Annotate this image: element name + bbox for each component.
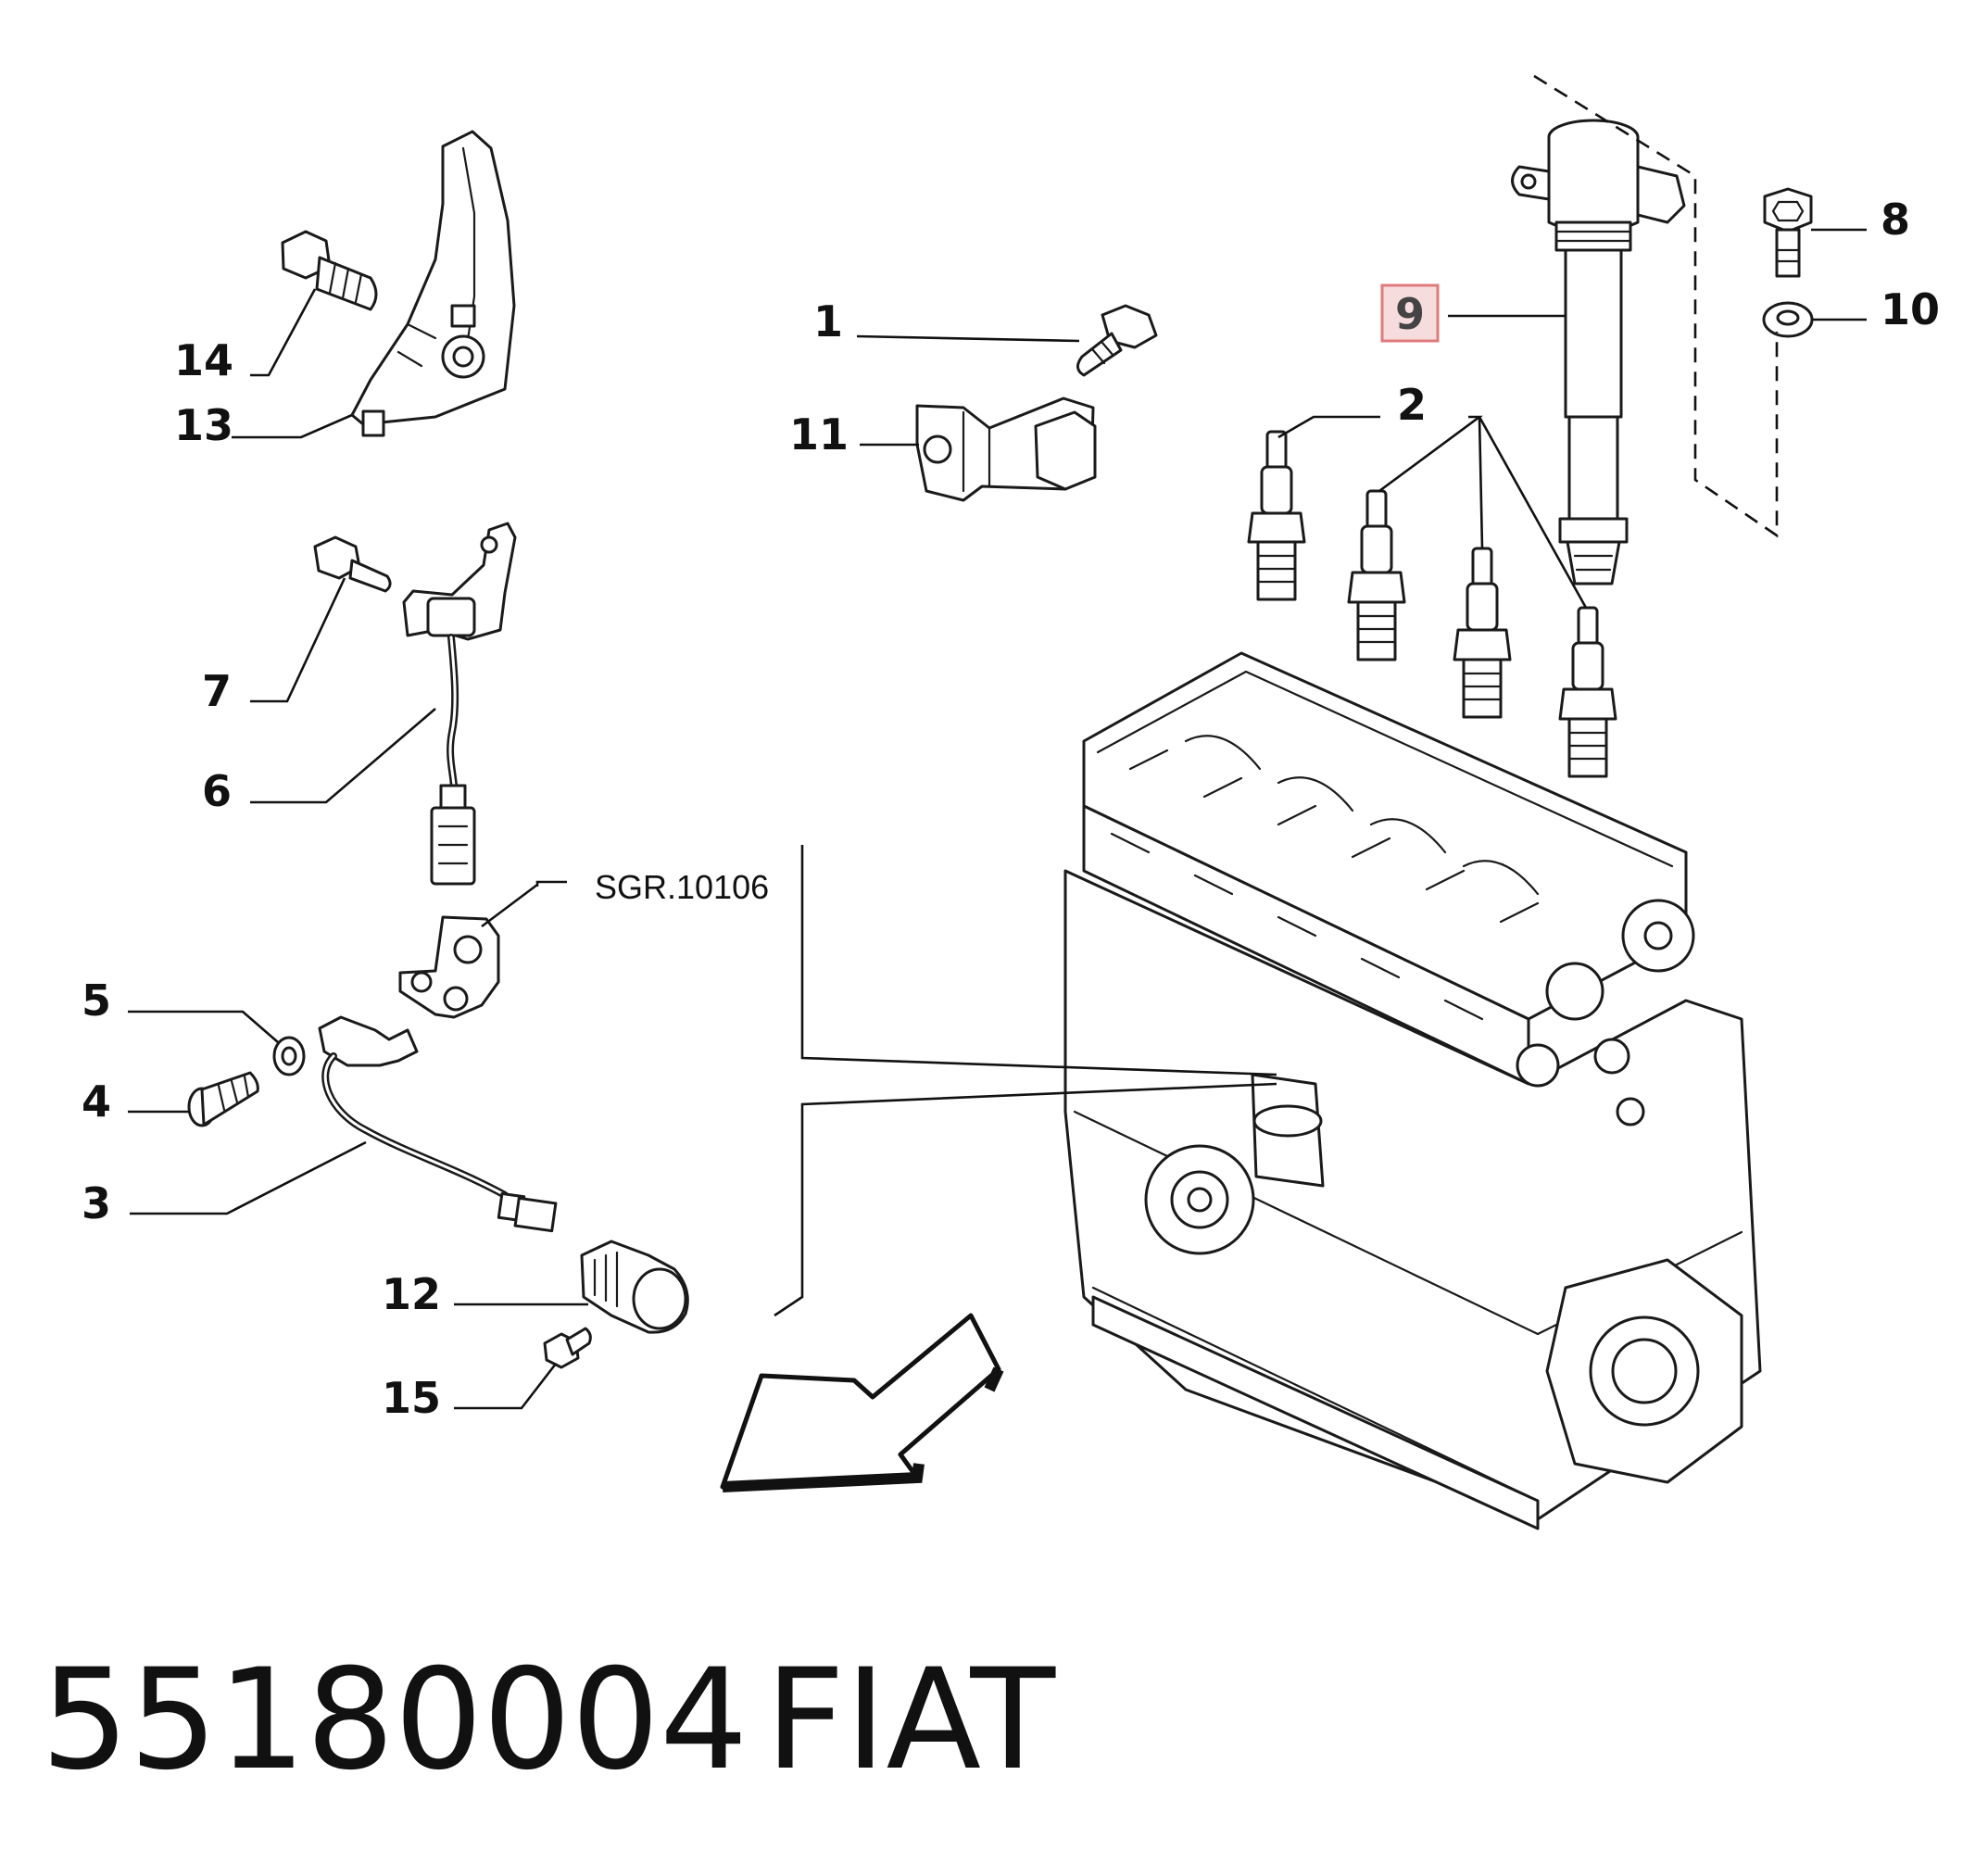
bolt-part-8[interactable]: [1763, 187, 1813, 278]
callout-5[interactable]: 5: [82, 976, 111, 1026]
sensor-part-3[interactable]: [318, 1015, 558, 1233]
spark-plug: [1347, 489, 1406, 661]
sensor-part-6[interactable]: [402, 522, 517, 886]
leader-lines: [128, 228, 1867, 1410]
callout-11[interactable]: 11: [789, 409, 849, 459]
brand-caption: FIAT: [765, 1640, 1056, 1801]
bolt-part-7[interactable]: [313, 535, 392, 593]
callout-3[interactable]: 3: [82, 1178, 111, 1228]
callout-2[interactable]: 2: [1397, 380, 1427, 430]
callout-6[interactable]: 6: [202, 766, 232, 816]
screw-part-4[interactable]: [187, 1071, 259, 1127]
spark-plug: [1558, 606, 1617, 778]
callout-labels: 14 13 1 11 7 6 5 4 3 12 15 8 10 2 9 SGR.…: [82, 195, 1940, 1423]
washer-part-10[interactable]: [1762, 301, 1814, 338]
engine-block: [1063, 651, 1762, 1530]
spark-plug: [1453, 547, 1512, 719]
bolt-part-15[interactable]: [543, 1327, 592, 1369]
spark-plugs-part-2[interactable]: [1247, 430, 1617, 778]
ignition-coil-part-9[interactable]: [1511, 119, 1686, 585]
view-direction-arrow: [720, 845, 1277, 1492]
bolt-part-14[interactable]: [281, 230, 378, 311]
bracket-part-13[interactable]: [350, 130, 516, 437]
reference-sgr-label[interactable]: SGR.10106: [595, 868, 769, 906]
callout-14[interactable]: 14: [174, 335, 233, 385]
callout-9[interactable]: 9: [1395, 289, 1425, 339]
knock-sensor-part-12[interactable]: [580, 1240, 689, 1334]
bolt-part-1[interactable]: [1076, 304, 1158, 377]
callout-12[interactable]: 12: [382, 1269, 441, 1319]
callout-15[interactable]: 15: [382, 1373, 441, 1423]
callout-8[interactable]: 8: [1881, 195, 1910, 245]
callout-1[interactable]: 1: [813, 296, 843, 346]
callout-10[interactable]: 10: [1881, 284, 1940, 334]
callout-7[interactable]: 7: [202, 666, 232, 716]
washer-part-5[interactable]: [272, 1036, 306, 1076]
callout-9-highlight: [1380, 283, 1440, 343]
spark-plug: [1247, 430, 1306, 601]
bracket-part-11[interactable]: [915, 397, 1097, 502]
part-number-caption: 55180004: [41, 1640, 748, 1801]
caption: 55180004 FIAT: [41, 1640, 1056, 1801]
callout-4[interactable]: 4: [82, 1076, 111, 1127]
assembly-dashed-outline: [1533, 74, 1779, 538]
sensor-bracket-sgr[interactable]: [398, 915, 500, 1019]
callout-13[interactable]: 13: [174, 400, 233, 450]
